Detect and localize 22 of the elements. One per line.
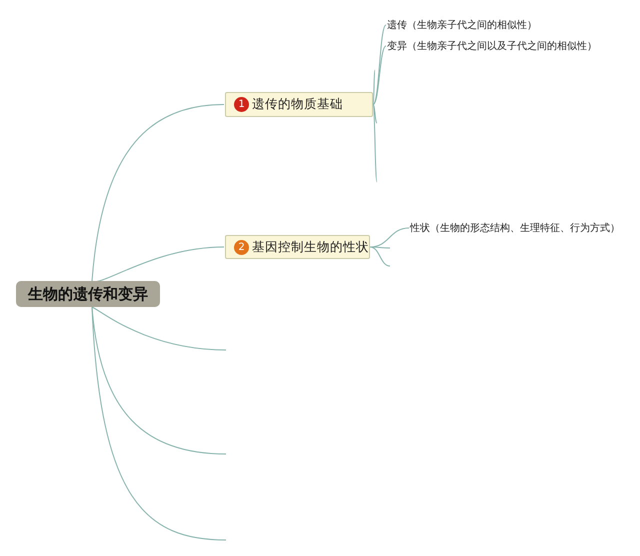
number-badge: 2 bbox=[234, 240, 249, 254]
connector-line bbox=[92, 104, 224, 282]
topic-label: 生物的遗传和变异 bbox=[28, 284, 148, 304]
topic-box bbox=[225, 235, 370, 259]
connector-line bbox=[372, 104, 378, 182]
connector-line bbox=[370, 246, 390, 248]
connector-line bbox=[372, 70, 376, 105]
connector-line bbox=[372, 46, 386, 105]
root-topic-box bbox=[16, 281, 160, 307]
topic-label: 基因控制生物的性状 bbox=[252, 238, 369, 256]
connector-line bbox=[92, 306, 226, 540]
connector-line bbox=[372, 24, 386, 105]
connector-line bbox=[92, 306, 226, 350]
connector-line bbox=[372, 104, 378, 124]
topic-box bbox=[225, 92, 373, 117]
subtopic-label: 遗传（生物亲子代之间的相似性） bbox=[387, 18, 537, 32]
number-badge: 1 bbox=[234, 97, 249, 112]
connector-line bbox=[370, 246, 390, 266]
connector-line bbox=[92, 246, 224, 282]
subtopic-label: 变异（生物亲子代之间以及子代之间的相似性） bbox=[387, 40, 597, 53]
topic-label: 遗传的物质基础 bbox=[252, 96, 343, 113]
subtopic-label: 性状（生物的形态结构、生理特征、行为方式） bbox=[410, 222, 620, 235]
